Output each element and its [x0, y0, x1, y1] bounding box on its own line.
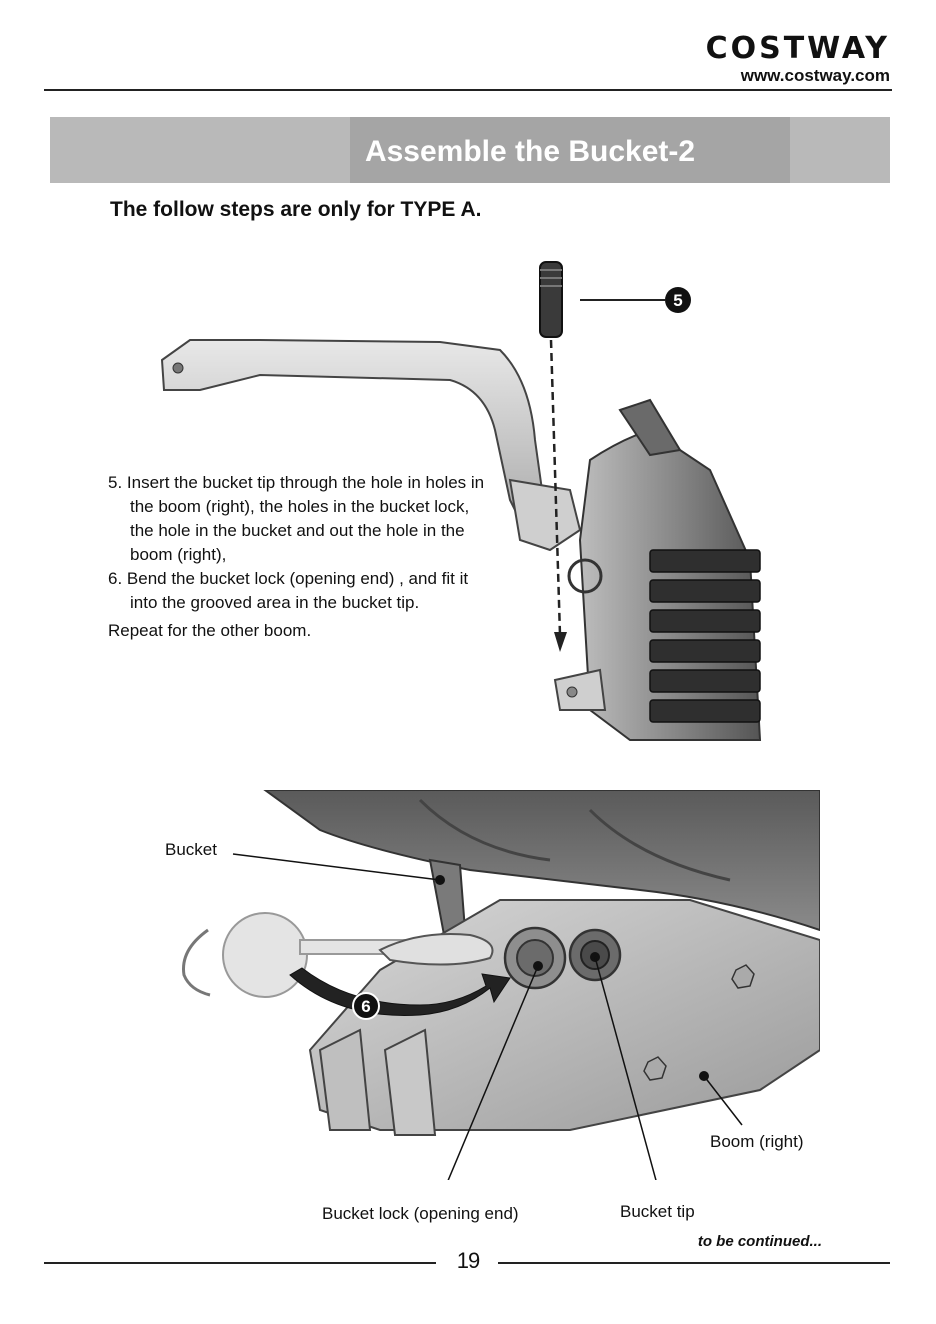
footer-rule-right	[498, 1262, 890, 1264]
bucket-lock-closeup-illustration: 6	[170, 790, 820, 1180]
page-number: 19	[445, 1248, 491, 1274]
continued-note: to be continued...	[698, 1233, 822, 1250]
label-bucket-lock: Bucket lock (opening end)	[322, 1204, 519, 1224]
step-5-text: 5. Insert the bucket tip through the hol…	[108, 471, 488, 567]
brand-header: COSTWAY www.costway.com	[706, 34, 890, 86]
brand-url: www.costway.com	[706, 66, 890, 86]
header-rule	[44, 89, 892, 91]
repeat-note: Repeat for the other boom.	[108, 619, 488, 643]
assembly-instructions: 5. Insert the bucket tip through the hol…	[108, 471, 488, 643]
label-boom-right: Boom (right)	[710, 1132, 804, 1152]
step-6-callout: 6	[361, 997, 370, 1016]
label-bucket: Bucket	[165, 840, 217, 860]
label-bucket-tip: Bucket tip	[620, 1202, 695, 1222]
footer-rule-left	[44, 1262, 436, 1264]
brand-logo: COSTWAY	[706, 34, 890, 64]
step-5-callout: 5	[673, 291, 682, 310]
step-6-text: 6. Bend the bucket lock (opening end) , …	[108, 567, 488, 615]
page-title: Assemble the Bucket-2	[350, 117, 710, 183]
type-note: The follow steps are only for TYPE A.	[110, 198, 481, 222]
